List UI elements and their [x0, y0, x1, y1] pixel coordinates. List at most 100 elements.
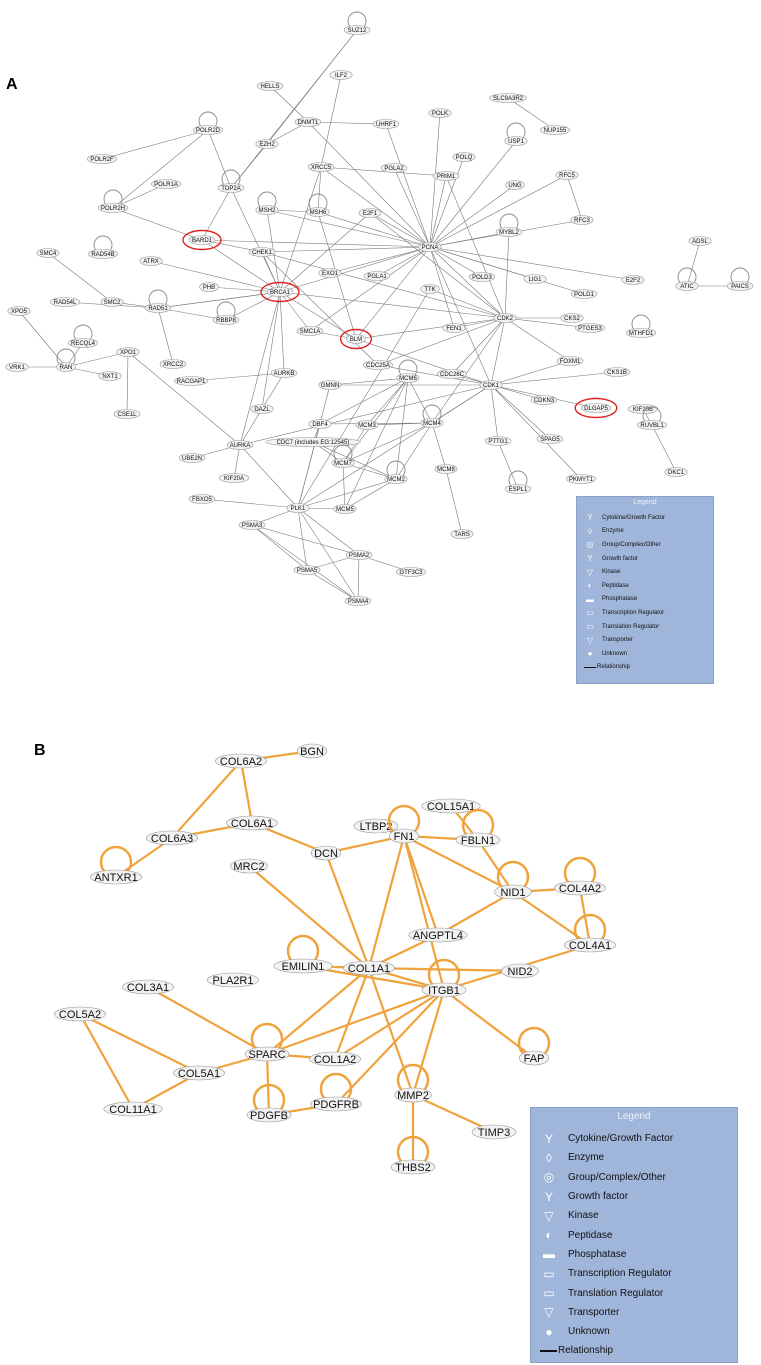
node-top2a[interactable]: TOP2A: [217, 169, 245, 193]
node-col5a1[interactable]: COL5A1: [173, 1065, 225, 1081]
node-dbf4[interactable]: DBF4: [308, 419, 332, 429]
node-col4a1[interactable]: COL4A1: [564, 913, 616, 953]
node-ran[interactable]: RAN: [56, 348, 76, 372]
node-col11a1[interactable]: COL11A1: [103, 1101, 163, 1117]
node-ruvbl1[interactable]: RUVBL1: [636, 406, 668, 430]
node-pgla1[interactable]: PGLA1: [363, 271, 391, 281]
node-fbln1[interactable]: FBLN1: [455, 808, 501, 848]
node-sparc[interactable]: SPARC: [244, 1022, 290, 1062]
node-rad54l[interactable]: RAD54L: [49, 297, 81, 307]
node-mcm4[interactable]: MCM4: [420, 404, 444, 428]
node-uhrf1[interactable]: UHRF1: [372, 119, 400, 129]
node-nid2[interactable]: NID2: [501, 963, 539, 979]
node-plk1[interactable]: PLK1: [286, 503, 310, 513]
node-exo1[interactable]: EXO1: [318, 268, 342, 278]
node-suz12[interactable]: SUZ12: [343, 11, 371, 35]
node-pold1[interactable]: POLD1: [570, 289, 598, 299]
node-gtf3c3[interactable]: GTF3C3: [395, 567, 427, 577]
node-paics[interactable]: PAICS: [726, 267, 754, 291]
node-col6a3[interactable]: COL6A3: [146, 830, 198, 846]
node-cdkn3[interactable]: CDKN3: [530, 395, 558, 405]
node-col1a1[interactable]: COL1A1: [343, 960, 395, 976]
node-rbbp8[interactable]: RBBP8: [212, 301, 240, 325]
node-col6a2[interactable]: COL6A2: [215, 753, 267, 769]
node-smc4[interactable]: SMC4: [36, 248, 60, 258]
node-mmp2[interactable]: MMP2: [394, 1063, 432, 1103]
node-pdgfrb[interactable]: PDGFRB: [310, 1072, 362, 1112]
node-cks2[interactable]: CKS2: [560, 313, 584, 323]
node-atrx[interactable]: ATRX: [139, 256, 163, 266]
node-tars[interactable]: TARS: [450, 529, 474, 539]
node-polr2h[interactable]: POLR2H: [97, 189, 129, 213]
node-nup155[interactable]: NUP155: [539, 125, 571, 135]
node-recql4[interactable]: RECQL4: [67, 324, 99, 348]
node-pkmyt1[interactable]: PKMYT1: [565, 474, 597, 484]
node-smc2[interactable]: SMC2: [100, 297, 124, 307]
node-cdk1[interactable]: CDK1: [479, 380, 503, 390]
node-col6a1[interactable]: COL6A1: [226, 815, 278, 831]
node-nid1[interactable]: NID1: [494, 860, 532, 900]
node-phb[interactable]: PHB: [199, 282, 219, 292]
node-kif20b[interactable]: KIF20B: [627, 404, 659, 414]
node-prim1[interactable]: PRIM1: [432, 171, 460, 181]
node-ezh2[interactable]: EZH2: [255, 139, 279, 149]
node-xrcc5[interactable]: XRCC5: [307, 162, 335, 172]
node-brca1[interactable]: BRCA1: [260, 281, 300, 303]
node-cdc7-includes-eg-12545[interactable]: CDC7 (includes EG:12545): [265, 437, 361, 447]
node-bard1[interactable]: BARD1: [182, 229, 222, 251]
node-kif20a[interactable]: KIF20A: [218, 473, 250, 483]
node-polr2d[interactable]: POLR2D: [192, 111, 224, 135]
node-dkc1[interactable]: DKC1: [664, 467, 688, 477]
node-polq[interactable]: POLQ: [452, 152, 476, 162]
node-mcm2[interactable]: MCM2: [384, 460, 408, 484]
node-angptl4[interactable]: ANGPTL4: [408, 927, 468, 943]
node-col15a1[interactable]: COL15A1: [421, 798, 481, 814]
node-racgap1[interactable]: RACGAP1: [174, 376, 208, 386]
node-gmnn[interactable]: GMNN: [318, 380, 342, 390]
node-dcn[interactable]: DCN: [310, 845, 342, 861]
node-col3a1[interactable]: COL3A1: [122, 979, 174, 995]
node-lig1[interactable]: LIG1: [523, 274, 547, 284]
node-polk[interactable]: POLK: [428, 108, 452, 118]
node-pcna[interactable]: PCNA: [418, 242, 442, 252]
node-rad51[interactable]: RAD51: [144, 289, 172, 313]
node-cdc26c[interactable]: CDC26C: [436, 369, 468, 379]
node-dnmt1[interactable]: DNMT1: [294, 117, 322, 127]
node-pold3[interactable]: POLD3: [468, 272, 496, 282]
node-slc9a3r2[interactable]: SLC9A3R2: [489, 93, 527, 103]
node-fap[interactable]: FAP: [517, 1026, 551, 1066]
node-pttg1[interactable]: PTTG1: [484, 436, 512, 446]
node-cdc25a[interactable]: CDC25A: [362, 360, 394, 370]
node-pdgfb[interactable]: PDGFB: [246, 1083, 292, 1123]
node-psma2[interactable]: PSMA2: [345, 550, 373, 560]
node-blm[interactable]: BLM: [339, 328, 373, 350]
node-cdk2[interactable]: CDK2: [493, 313, 517, 323]
node-mcm5[interactable]: MCM5: [333, 504, 357, 514]
node-psma5[interactable]: PSMA5: [293, 565, 321, 575]
node-ung[interactable]: UNG: [505, 180, 525, 190]
node-polr1a[interactable]: POLR1A: [150, 179, 182, 189]
node-ilf2[interactable]: ILF2: [329, 70, 353, 80]
node-bgn[interactable]: BGN: [296, 743, 328, 759]
node-ltbp2[interactable]: LTBP2: [353, 818, 399, 834]
node-nxt1[interactable]: NXT1: [98, 371, 122, 381]
node-timp3[interactable]: TIMP3: [471, 1124, 517, 1140]
node-ptges3[interactable]: PTGES3: [574, 323, 606, 333]
node-vrk1[interactable]: VRK1: [5, 362, 29, 372]
node-mcm8[interactable]: MCM8: [434, 464, 458, 474]
node-aurka[interactable]: AURKA: [226, 440, 254, 450]
node-foxm1[interactable]: FOXM1: [556, 356, 584, 366]
node-rfc5[interactable]: RFC5: [555, 170, 579, 180]
node-pla2r1[interactable]: PLA2R1: [207, 972, 259, 988]
node-fn1[interactable]: FN1: [387, 804, 421, 844]
node-dlgap5[interactable]: DLGAP5: [574, 397, 618, 419]
node-spag5[interactable]: SPAG5: [536, 434, 564, 444]
node-adsl[interactable]: ADSL: [688, 236, 712, 246]
node-mthfd1[interactable]: MTHFD1: [625, 314, 657, 338]
node-mcm3[interactable]: MCM3: [355, 420, 379, 430]
node-mybl2[interactable]: MYBL2: [495, 213, 523, 237]
node-rad54b[interactable]: RAD54B: [87, 235, 119, 259]
node-antxr1[interactable]: ANTXR1: [90, 845, 142, 885]
node-pgla2[interactable]: PGLA2: [380, 163, 408, 173]
node-mrc2[interactable]: MRC2: [230, 858, 268, 874]
